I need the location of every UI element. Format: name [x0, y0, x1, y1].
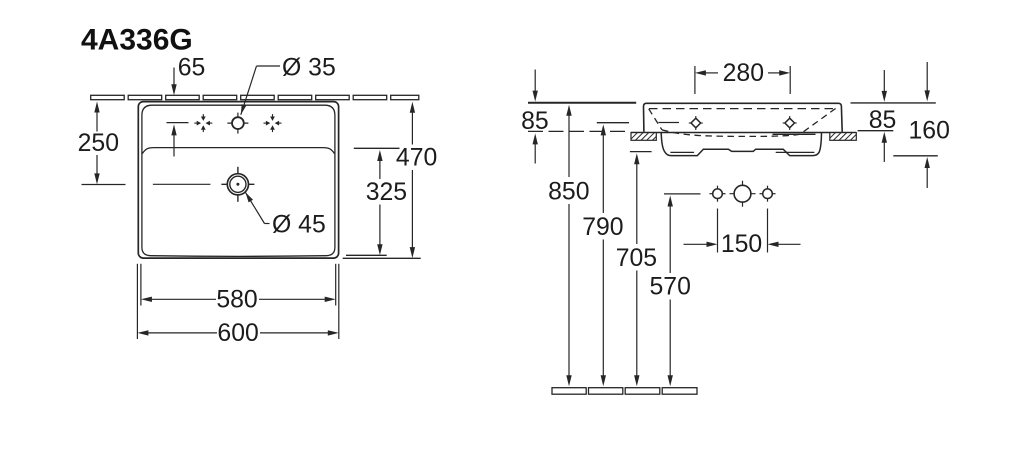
svg-text:250: 250 — [78, 130, 119, 157]
svg-text:280: 280 — [723, 60, 764, 87]
svg-text:Ø 35: Ø 35 — [282, 54, 336, 81]
svg-text:470: 470 — [396, 145, 437, 172]
svg-text:85: 85 — [869, 107, 897, 134]
svg-text:Ø 45: Ø 45 — [272, 212, 326, 239]
svg-text:570: 570 — [650, 274, 691, 301]
svg-text:4A336G: 4A336G — [81, 24, 193, 57]
svg-text:600: 600 — [217, 320, 258, 347]
svg-text:705: 705 — [616, 245, 657, 272]
svg-text:65: 65 — [178, 54, 206, 81]
svg-text:580: 580 — [216, 287, 257, 314]
svg-text:85: 85 — [521, 108, 549, 135]
svg-text:160: 160 — [909, 117, 950, 144]
svg-text:850: 850 — [548, 178, 589, 205]
svg-text:790: 790 — [582, 214, 623, 241]
svg-text:150: 150 — [721, 231, 762, 258]
svg-text:325: 325 — [366, 179, 407, 206]
